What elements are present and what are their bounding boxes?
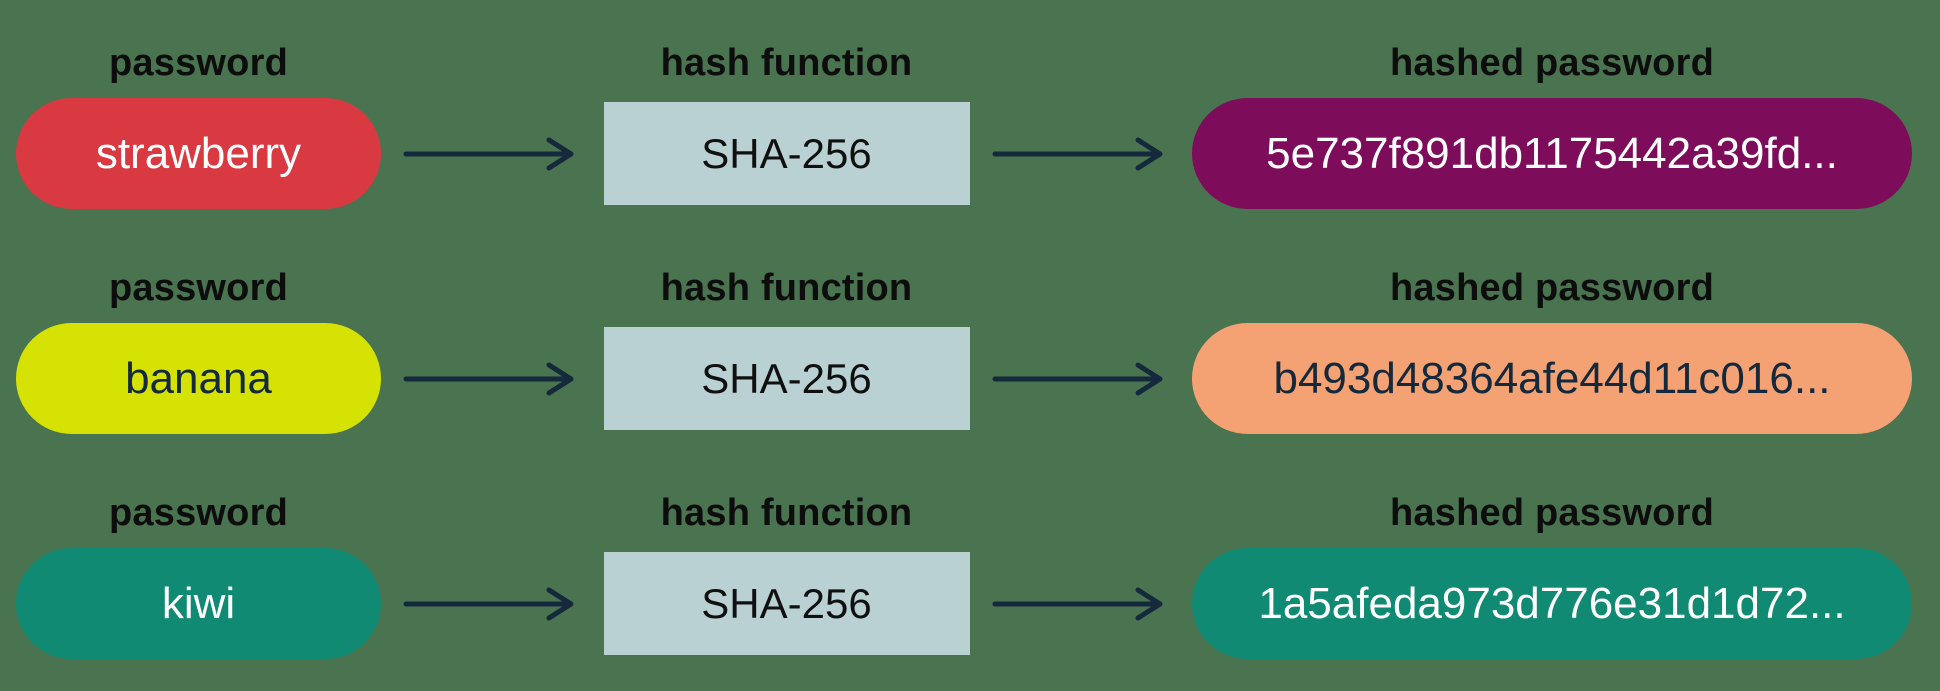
hash-function-column: hash function SHA-256 (603, 265, 970, 434)
hashed-password-column: hashed password 1a5afeda973d776e31d1d72.… (1192, 490, 1912, 659)
hash-function-label: hash function (660, 492, 913, 534)
arrow-icon (381, 548, 604, 659)
arrow-column (381, 40, 604, 209)
hashed-password-column: hashed password 5e737f891db1175442a39fd.… (1192, 40, 1912, 209)
arrow-icon (970, 323, 1193, 434)
hashed-password-pill: 5e737f891db1175442a39fd... (1192, 98, 1912, 209)
password-column: password banana (16, 265, 381, 434)
hash-function-box: SHA-256 (603, 552, 970, 655)
arrow-icon (381, 98, 604, 209)
diagram-row: password strawberry hash function SHA-25… (16, 40, 1912, 209)
arrow-column (381, 265, 604, 434)
diagram-row: password banana hash function SHA-256 (16, 265, 1912, 434)
hash-function-label: hash function (660, 267, 913, 309)
password-label: password (109, 42, 288, 84)
hash-function-box: SHA-256 (603, 102, 970, 205)
arrow-icon (970, 548, 1193, 659)
hashed-password-label: hashed password (1390, 492, 1714, 534)
hashed-password-label: hashed password (1390, 42, 1714, 84)
arrow-column (970, 490, 1193, 659)
arrow-column (970, 40, 1193, 209)
hashed-password-pill: b493d48364afe44d11c016... (1192, 323, 1912, 434)
hash-function-label: hash function (660, 42, 913, 84)
arrow-icon (381, 323, 604, 434)
password-pill: kiwi (16, 548, 381, 659)
hash-function-column: hash function SHA-256 (603, 40, 970, 209)
password-column: password kiwi (16, 490, 381, 659)
arrow-column (381, 490, 604, 659)
diagram-row: password kiwi hash function SHA-256 (16, 490, 1912, 659)
password-label: password (109, 267, 288, 309)
password-pill: strawberry (16, 98, 381, 209)
hashed-password-label: hashed password (1390, 267, 1714, 309)
hashed-password-column: hashed password b493d48364afe44d11c016..… (1192, 265, 1912, 434)
password-label: password (109, 492, 288, 534)
arrow-icon (970, 98, 1193, 209)
password-column: password strawberry (16, 40, 381, 209)
hashed-password-pill: 1a5afeda973d776e31d1d72... (1192, 548, 1912, 659)
hash-function-column: hash function SHA-256 (603, 490, 970, 659)
hash-function-box: SHA-256 (603, 327, 970, 430)
password-pill: banana (16, 323, 381, 434)
arrow-column (970, 265, 1193, 434)
